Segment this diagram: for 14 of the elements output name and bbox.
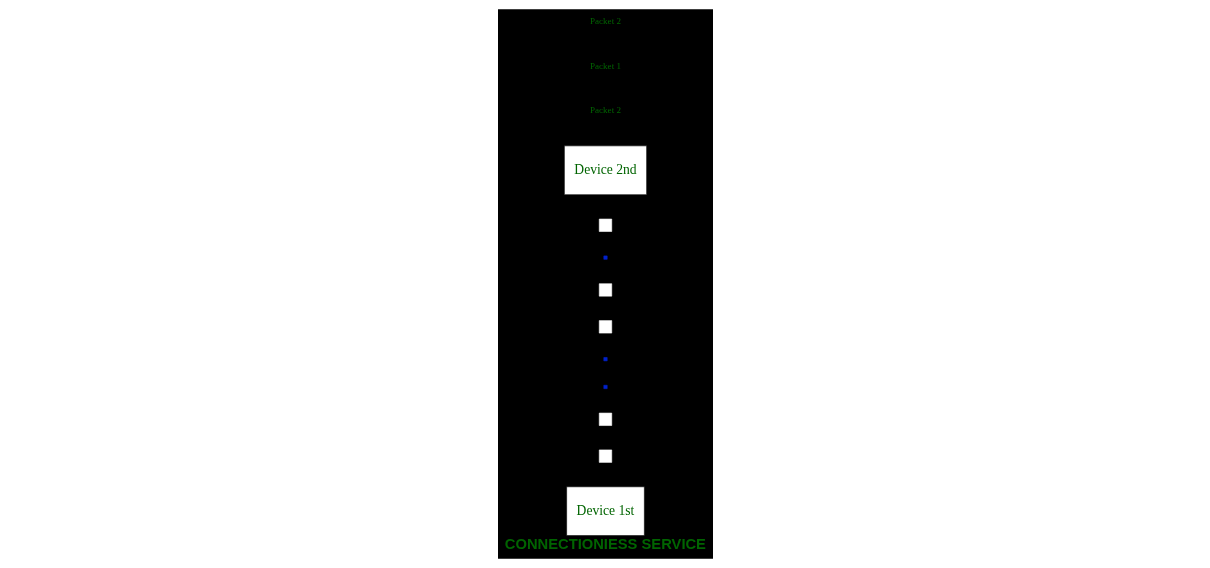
node-box [603, 255, 607, 260]
label: Packet 2 [589, 15, 621, 26]
diagram-title: CONNECTIONIESS SERVICE [504, 536, 706, 553]
node-box [603, 357, 607, 362]
node-box [598, 218, 612, 232]
node-box [598, 449, 612, 463]
node-box [603, 384, 607, 389]
node-box [598, 283, 612, 297]
node-box [598, 320, 612, 334]
node-box: Device 2nd [563, 145, 647, 195]
label: Packet 2 [589, 105, 621, 116]
node-box [598, 412, 612, 426]
node-box: Device 1st [565, 486, 645, 536]
label: Packet 1 [589, 60, 621, 71]
